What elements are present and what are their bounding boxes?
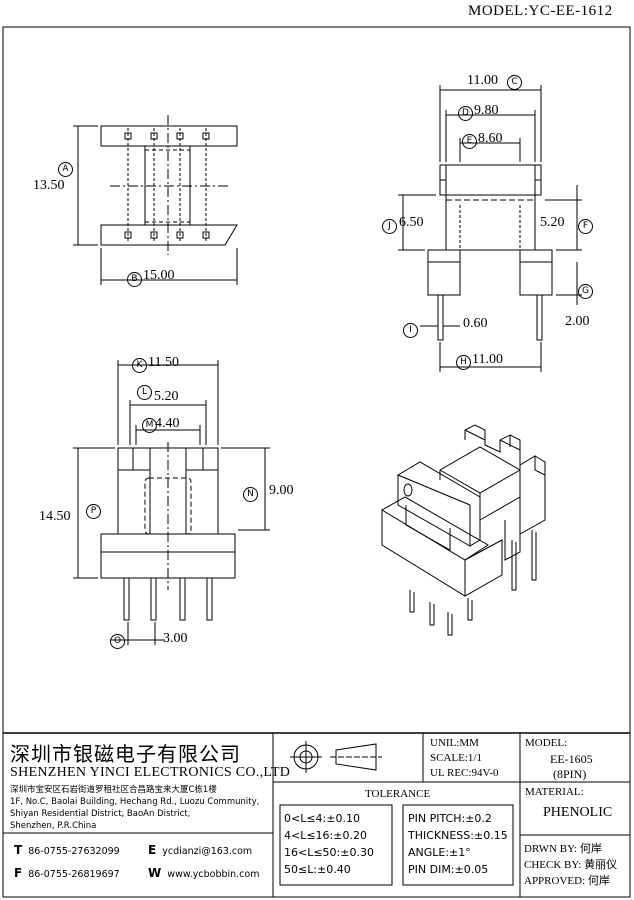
tolerance-title: TOLERANCE: [365, 788, 431, 800]
fax-number: 86-0755-26819697: [28, 869, 120, 880]
dim-J-value: 6.50: [399, 215, 424, 230]
scale-label: SCALE:1/1: [430, 752, 482, 764]
address-en-3: Shenzhen, P.R.China: [10, 821, 97, 831]
dim-N-label: N: [243, 485, 258, 502]
dim-D-value: 9.80: [474, 103, 499, 118]
dim-P-label: P: [86, 502, 101, 519]
check-by-row: CHECK BY: 黄丽仪: [524, 859, 618, 871]
tolerance-right-list: PIN PITCH:±0.2 THICKNESS:±0.15 ANGLE:±1°…: [408, 810, 508, 878]
dim-J-label: J: [382, 217, 397, 234]
tolerance-right-item: PIN DIM:±0.05: [408, 863, 489, 876]
dim-M-value: 4.40: [155, 416, 180, 431]
dim-K-value: 11.50: [148, 355, 179, 370]
drawn-by-row: DRWN BY: 何岸: [524, 843, 602, 855]
company-name-cn: 深圳市银磁电子有限公司: [10, 742, 241, 766]
isometric-view: [381, 424, 546, 636]
drawn-by-name: 何岸: [579, 843, 602, 855]
dim-C-label: C: [507, 73, 522, 90]
material-value: PHENOLIC: [543, 805, 613, 820]
tolerance-right-item: PIN PITCH:±0.2: [408, 812, 492, 825]
model-value: EE-1605: [550, 752, 593, 766]
email-address: ycdianzi@163.com: [162, 846, 253, 857]
check-by-name: 黄丽仪: [584, 859, 618, 871]
tolerance-left-item: 16<L≤50:±0.30: [284, 846, 374, 859]
dim-L-label: L: [137, 383, 152, 400]
dim-F-label: F: [578, 217, 593, 234]
dim-E-label: E: [462, 132, 477, 149]
dim-A-label: A: [58, 160, 73, 177]
dim-I-value: 0.60: [463, 316, 488, 331]
dim-P-value: 14.50: [39, 509, 71, 524]
drawing-frame: [2, 26, 631, 898]
dim-I-label: I: [403, 321, 418, 338]
tolerance-left-item: 4<L≤16:±0.20: [284, 829, 367, 842]
dim-N-value: 9.00: [269, 483, 294, 498]
tolerance-left-item: 0<L≤4:±0.10: [284, 812, 360, 825]
address-en-1: 1F, No.C, Baolai Building, Hechang Rd., …: [10, 797, 260, 807]
dim-G-label: G: [578, 282, 593, 299]
company-name-en: SHENZHEN YINCI ELECTRONICS CO.,LTD: [10, 765, 291, 780]
phone-number: 86-0755-27632099: [28, 846, 120, 857]
dim-K-label: K: [132, 356, 147, 373]
dim-H-value: 11.00: [472, 352, 503, 367]
dim-E-value: 8.60: [478, 131, 503, 146]
address-en-2: Shiyan Residential District, BaoAn Distr…: [10, 809, 191, 819]
phone-row: T 86-0755-27632099: [14, 843, 120, 857]
address-cn: 深圳市宝安区石岩街道罗租社区合昌路宝来大厦C栋1楼: [10, 785, 217, 795]
material-label: MATERIAL:: [525, 786, 584, 798]
dim-G-value: 2.00: [565, 314, 590, 329]
web-row: W www.ycbobbin.com: [148, 866, 260, 880]
top-view: [73, 115, 238, 285]
drawing-model-title: MODEL:YC-EE-1612: [468, 3, 613, 19]
website: www.ycbobbin.com: [167, 869, 260, 880]
tolerance-left-list: 0<L≤4:±0.10 4<L≤16:±0.20 16<L≤50:±0.30 5…: [284, 810, 374, 878]
dim-B-label: B: [127, 270, 142, 287]
tolerance-right-item: THICKNESS:±0.15: [408, 829, 508, 842]
model-label: MODEL:: [525, 737, 568, 749]
dim-M-label: M: [142, 416, 157, 433]
projection-symbol: [290, 741, 382, 773]
ul-rec-label: UL REC:94V-0: [430, 767, 499, 779]
fax-row: F 86-0755-26819697: [14, 866, 120, 880]
title-block-lines: [3, 732, 630, 897]
dim-H-label: H: [456, 353, 471, 370]
dim-F-value: 5.20: [540, 215, 565, 230]
tolerance-right-item: ANGLE:±1°: [408, 846, 471, 859]
company-address: 深圳市宝安区石岩街道罗租社区合昌路宝来大厦C栋1楼 1F, No.C, Baol…: [10, 784, 259, 832]
email-row: E ycdianzi@163.com: [148, 843, 253, 857]
front-view: [73, 360, 270, 645]
unit-label: UNIL:MM: [430, 737, 479, 749]
dim-A-value: 13.50: [33, 178, 65, 193]
dim-C-value: 11.00: [467, 73, 498, 88]
dim-O-label: O: [110, 632, 125, 649]
dim-D-label: D: [458, 104, 473, 121]
approved-row: APPROVED: 何岸: [524, 875, 610, 887]
side-view: [398, 85, 582, 372]
approved-name: 何岸: [587, 875, 610, 887]
pin-count: (8PIN): [553, 767, 587, 781]
dim-L-value: 5.20: [154, 389, 179, 404]
tolerance-left-item: 50≤L:±0.40: [284, 863, 351, 876]
dim-B-value: 15.00: [143, 268, 175, 283]
dim-O-value: 3.00: [163, 631, 188, 646]
